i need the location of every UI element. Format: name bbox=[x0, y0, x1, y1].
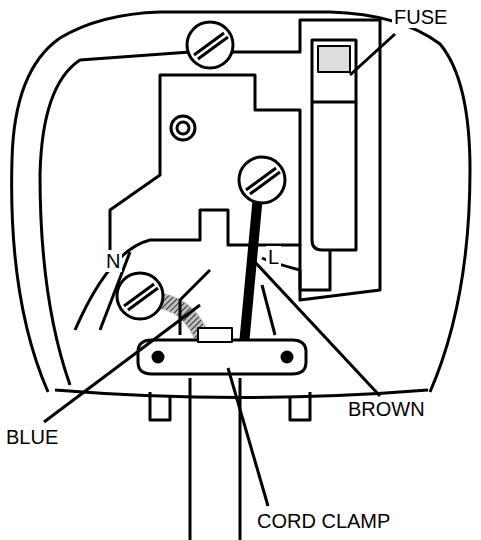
inner-rim bbox=[40, 20, 380, 385]
clamp-grip bbox=[198, 328, 232, 342]
part-label: BROWN bbox=[346, 398, 427, 420]
brown-wire bbox=[244, 195, 258, 345]
leader-line bbox=[350, 34, 395, 75]
leader-line bbox=[44, 305, 200, 422]
earth-screw bbox=[187, 22, 233, 68]
fuse bbox=[312, 102, 356, 250]
cable bbox=[189, 378, 192, 540]
fuse-clip bbox=[300, 245, 330, 290]
part-label: N bbox=[104, 250, 122, 272]
part-label: FUSE bbox=[392, 6, 449, 28]
clamp-screw bbox=[153, 352, 163, 362]
leader-line bbox=[228, 368, 268, 506]
live-screw bbox=[239, 157, 285, 203]
leader-line bbox=[255, 262, 380, 396]
neutral-screw bbox=[117, 273, 163, 319]
fuse bbox=[312, 40, 356, 102]
plug-foot bbox=[150, 392, 170, 420]
part-label: CORD CLAMP bbox=[255, 510, 392, 532]
plug-foot bbox=[290, 392, 310, 420]
part-label: L bbox=[266, 246, 281, 268]
earth-pin-hole bbox=[171, 116, 195, 140]
fuse-cap bbox=[318, 46, 350, 72]
cord-clamp bbox=[138, 340, 306, 374]
plug-body bbox=[12, 12, 470, 392]
clamp-screw bbox=[282, 352, 292, 362]
part-label: BLUE bbox=[4, 426, 60, 448]
